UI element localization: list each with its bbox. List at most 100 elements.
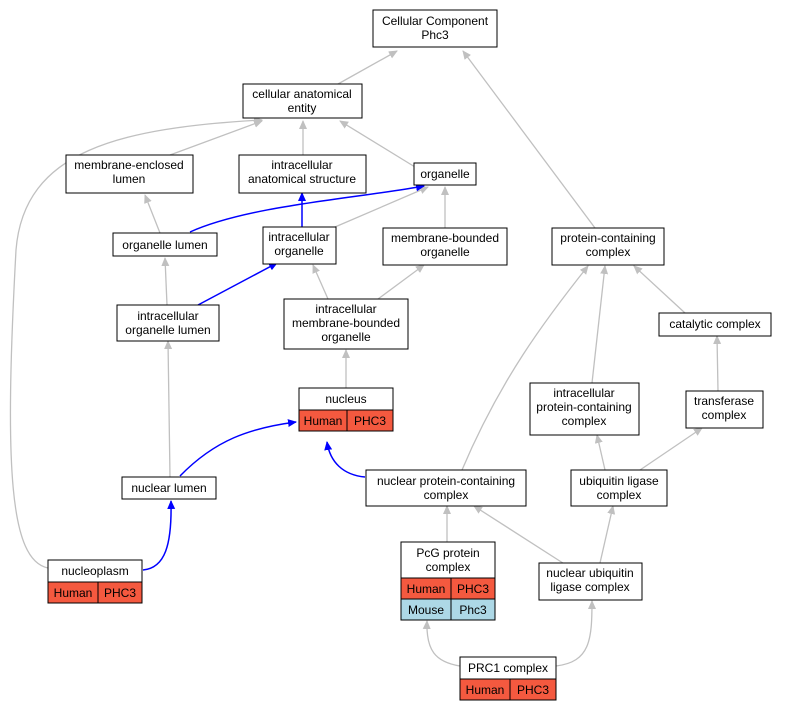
svg-text:catalytic complex: catalytic complex — [669, 317, 760, 331]
gene-label: Phc3 — [459, 603, 487, 617]
edge-prc1-to-pcg — [422, 620, 461, 667]
edges-highlighted — [142, 183, 425, 571]
edge-ulc-to-transferase — [639, 427, 703, 471]
svg-text:anatomical structure: anatomical structure — [248, 172, 356, 186]
node-intracellular-anatomical-structure[interactable]: intracellular anatomical structure — [238, 154, 367, 194]
node-pcg-protein-complex[interactable]: PcG protein complex Human PHC3 Mouse Phc… — [400, 541, 496, 621]
edge-iol-to-ol — [161, 257, 170, 306]
species-label: Human — [407, 582, 446, 596]
node-organelle-lumen[interactable]: organelle lumen — [112, 232, 218, 257]
edge-npcc-to-pcc — [461, 265, 589, 471]
svg-text:intracellular: intracellular — [137, 309, 198, 323]
edge-nucleoplasm-to-nl-blue — [142, 500, 176, 571]
svg-text:nucleoplasm: nucleoplasm — [61, 564, 128, 578]
edge-nulc-to-npcc — [473, 505, 567, 566]
svg-text:PRC1 complex: PRC1 complex — [468, 661, 548, 675]
svg-text:entity: entity — [288, 101, 317, 115]
edge-prc1-to-nulc — [555, 600, 596, 667]
species-label: Human — [466, 683, 505, 697]
node-nuclear-lumen[interactable]: nuclear lumen — [121, 476, 217, 500]
species-label: Mouse — [408, 603, 444, 617]
node-intracellular-protein-containing-complex[interactable]: intracellular protein-containing complex — [529, 382, 640, 436]
edge-organelle-to-cae — [339, 120, 416, 168]
annotation-row-mouse: Mouse Phc3 — [400, 598, 496, 621]
svg-text:complex: complex — [426, 560, 471, 574]
annotation-row: Human PHC3 — [298, 409, 394, 432]
svg-text:organelle: organelle — [321, 330, 371, 344]
node-prc1-complex[interactable]: PRC1 complex Human PHC3 — [459, 656, 557, 701]
svg-text:nucleus: nucleus — [325, 392, 366, 406]
edge-pcc-to-cc — [462, 50, 596, 229]
edge-nl-to-iol — [164, 340, 173, 478]
svg-text:Phc3: Phc3 — [421, 28, 449, 42]
gene-label: PHC3 — [517, 683, 549, 697]
svg-text:cellular anatomical: cellular anatomical — [252, 87, 351, 101]
node-intracellular-organelle-lumen[interactable]: intracellular organelle lumen — [116, 304, 220, 342]
svg-text:complex: complex — [597, 488, 642, 502]
node-transferase-complex[interactable]: transferase complex — [685, 390, 764, 429]
svg-text:nuclear lumen: nuclear lumen — [131, 481, 206, 495]
node-membrane-enclosed-lumen[interactable]: membrane-enclosed lumen — [65, 154, 194, 194]
node-intracellular-membrane-bounded-organelle[interactable]: intracellular membrane-bounded organelle — [283, 298, 409, 350]
svg-text:organelle: organelle — [274, 244, 324, 258]
annotation-row: Human PHC3 — [459, 678, 557, 701]
svg-text:PcG protein: PcG protein — [416, 546, 479, 560]
svg-text:ubiquitin ligase: ubiquitin ligase — [579, 474, 659, 488]
svg-text:complex: complex — [702, 408, 747, 422]
node-nuclear-protein-containing-complex[interactable]: nuclear protein-containing complex — [365, 469, 527, 507]
svg-text:complex: complex — [586, 245, 631, 259]
edge-transferase-to-cat — [713, 335, 722, 392]
gene-label: PHC3 — [104, 586, 136, 600]
svg-text:nuclear protein-containing: nuclear protein-containing — [377, 474, 515, 488]
node-cellular-component[interactable]: Cellular Component Phc3 — [372, 9, 498, 48]
node-intracellular-organelle[interactable]: intracellular organelle — [262, 226, 337, 265]
svg-text:organelle: organelle — [420, 245, 470, 259]
edge-imbo-to-io — [312, 264, 329, 300]
annotation-row: Human PHC3 — [47, 581, 143, 604]
node-cellular-anatomical-entity[interactable]: cellular anatomical entity — [242, 83, 363, 119]
gene-label: PHC3 — [457, 582, 489, 596]
edge-cat-to-pcc — [633, 265, 686, 314]
svg-text:organelle lumen: organelle lumen — [122, 238, 207, 252]
svg-text:intracellular: intracellular — [315, 302, 376, 316]
edge-ol-to-organelle-blue — [189, 183, 425, 233]
node-membrane-bounded-organelle[interactable]: membrane-bounded organelle — [382, 227, 508, 266]
gene-label: PHC3 — [354, 414, 386, 428]
node-nucleoplasm[interactable]: nucleoplasm Human PHC3 — [47, 559, 143, 604]
svg-text:ligase complex: ligase complex — [550, 580, 629, 594]
svg-text:complex: complex — [424, 488, 469, 502]
edge-npcc-to-nucleus-blue — [324, 441, 366, 478]
edge-io-to-organelle — [334, 186, 429, 228]
svg-text:organelle: organelle — [420, 167, 470, 181]
svg-text:transferase: transferase — [694, 394, 754, 408]
edge-nulc-to-ulc — [599, 505, 616, 564]
svg-text:organelle lumen: organelle lumen — [125, 323, 210, 337]
node-nuclear-ubiquitin-ligase-complex[interactable]: nuclear ubiquitin ligase complex — [538, 562, 643, 601]
node-catalytic-complex[interactable]: catalytic complex — [658, 312, 772, 337]
annotation-row-human: Human PHC3 — [400, 577, 496, 600]
species-label: Human — [54, 586, 93, 600]
edge-iol-to-io-blue — [197, 262, 278, 306]
svg-text:complex: complex — [562, 414, 607, 428]
edges-default — [9, 50, 722, 667]
edge-nl-to-nucleus-blue — [179, 419, 297, 477]
svg-text:protein-containing: protein-containing — [536, 400, 631, 414]
svg-text:membrane-enclosed: membrane-enclosed — [74, 158, 183, 172]
edge-imbo-to-mbo — [377, 264, 425, 300]
node-organelle[interactable]: organelle — [413, 162, 477, 186]
edge-ipcc-to-pcc — [591, 265, 609, 384]
node-protein-containing-complex[interactable]: protein-containing complex — [551, 227, 665, 266]
svg-text:membrane-bounded: membrane-bounded — [292, 316, 400, 330]
edge-ulc-to-ipcc — [594, 434, 606, 471]
svg-text:intracellular: intracellular — [268, 230, 329, 244]
node-ubiquitin-ligase-complex[interactable]: ubiquitin ligase complex — [570, 469, 668, 507]
svg-text:intracellular: intracellular — [553, 386, 614, 400]
svg-text:Cellular Component: Cellular Component — [382, 14, 489, 28]
svg-text:protein-containing: protein-containing — [560, 231, 655, 245]
edge-cae-to-cc — [337, 50, 398, 85]
edge-nucleoplasm-to-cae — [9, 116, 263, 569]
node-nucleus[interactable]: nucleus Human PHC3 — [298, 387, 394, 432]
edge-ol-to-mel — [144, 194, 161, 234]
svg-text:nuclear ubiquitin: nuclear ubiquitin — [546, 566, 633, 580]
